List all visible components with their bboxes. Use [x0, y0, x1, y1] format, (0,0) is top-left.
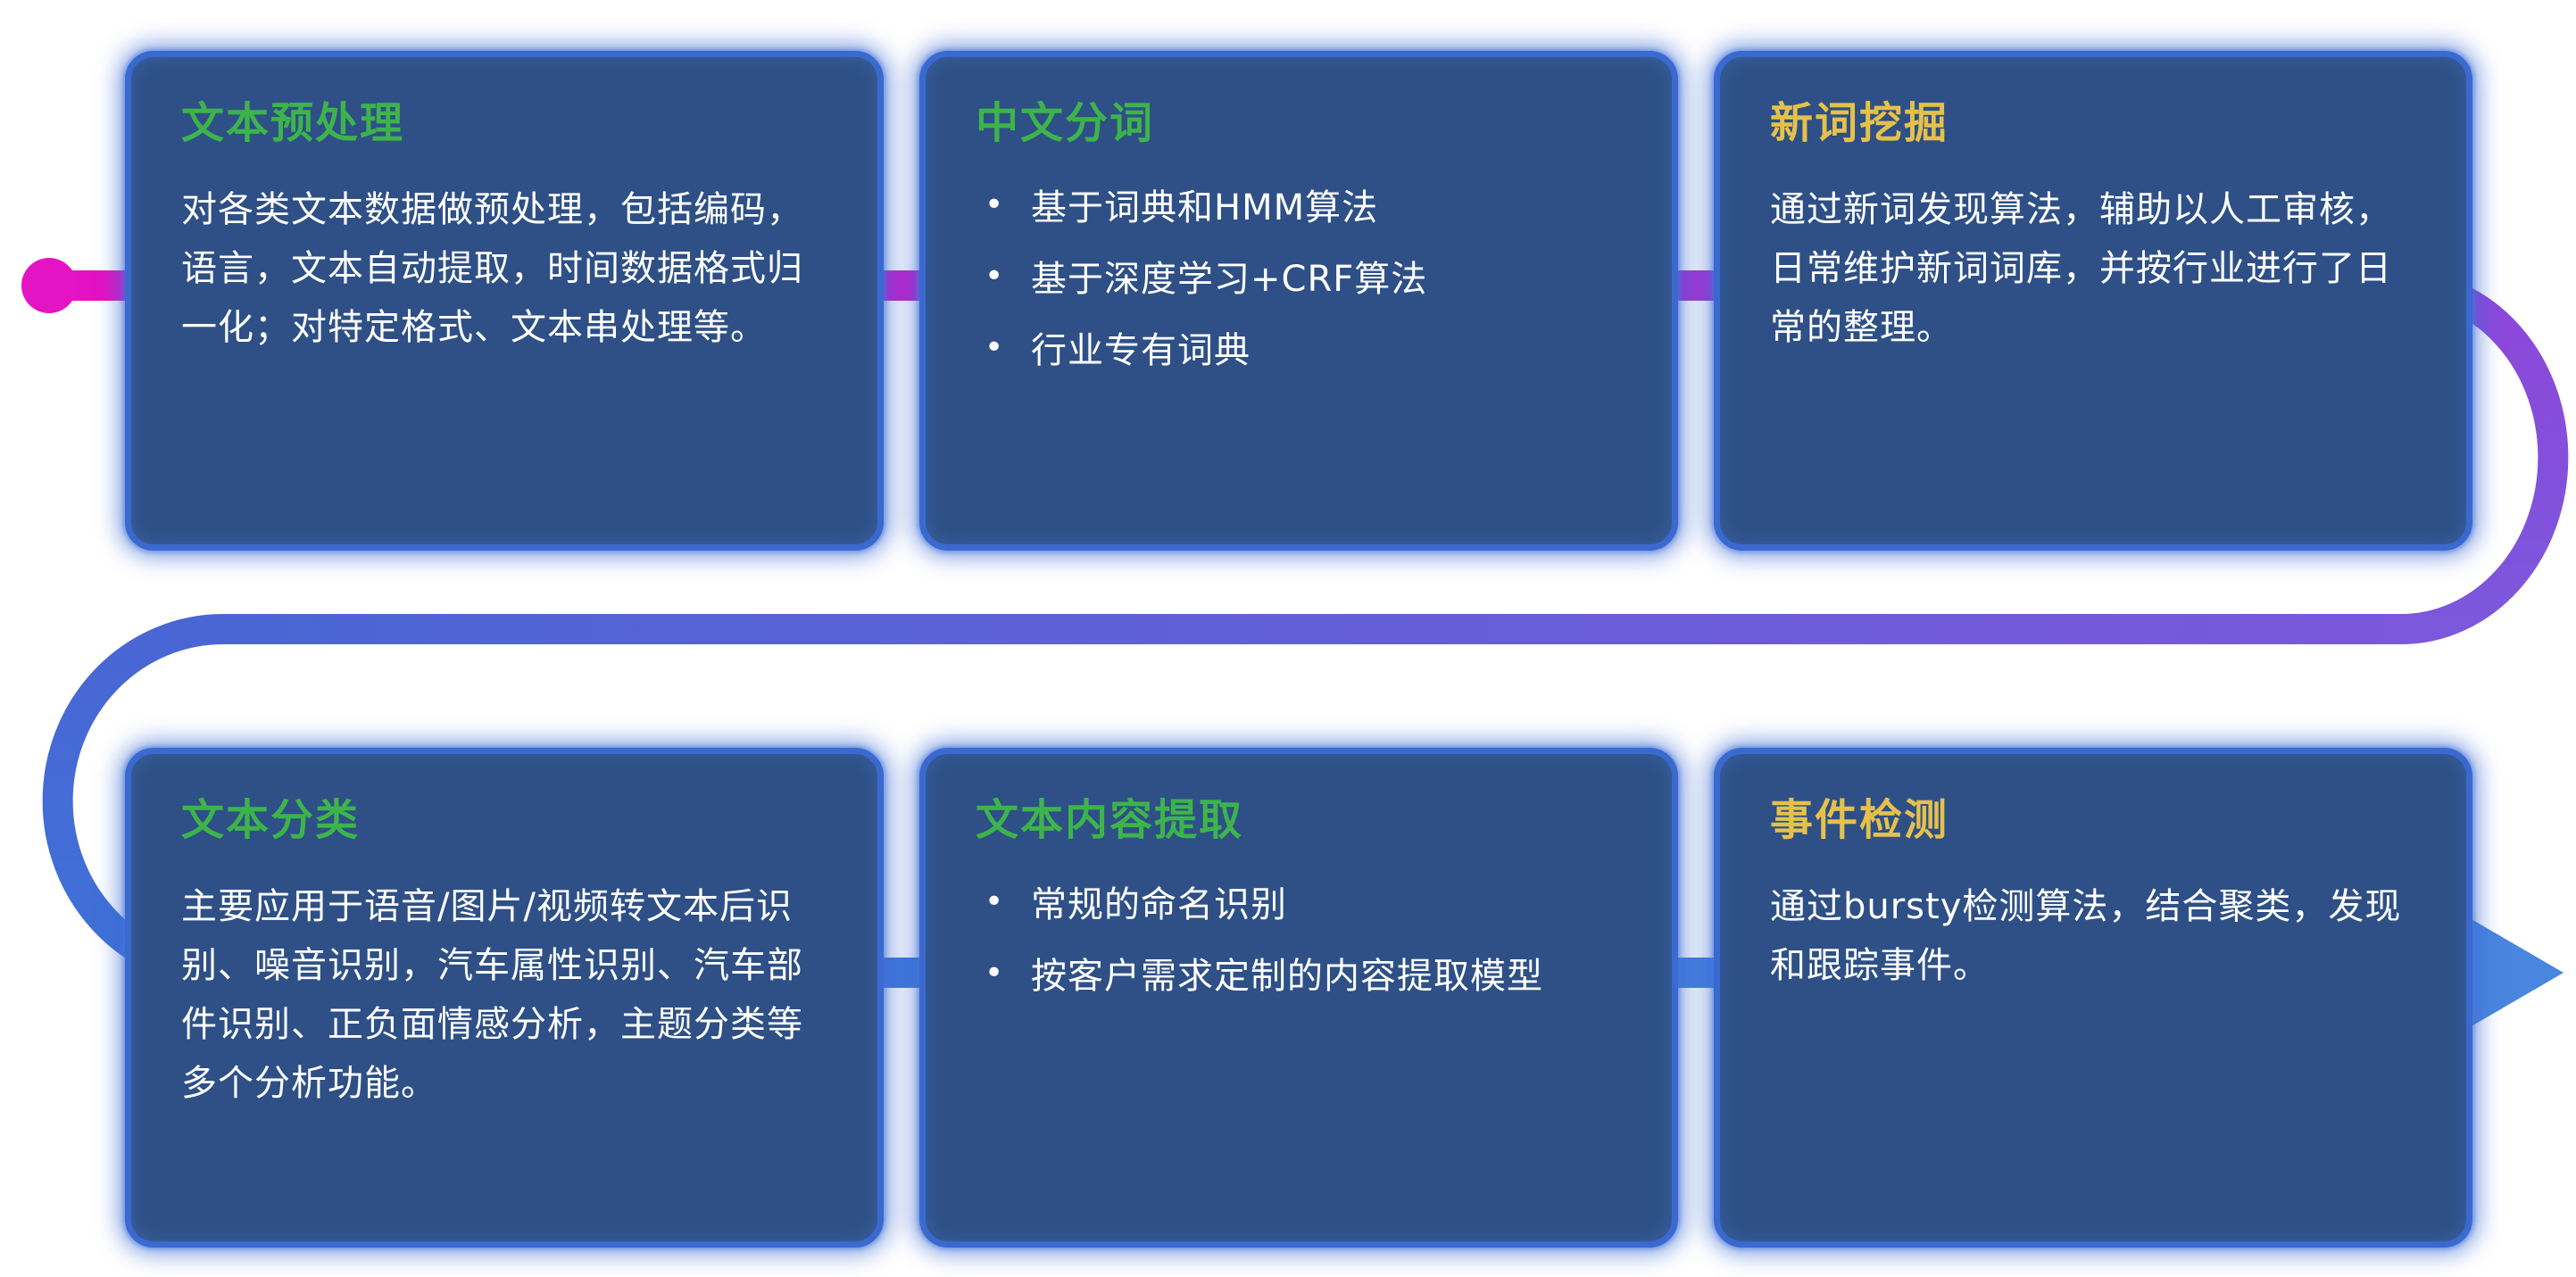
- card-event-detection: 事件检测 通过bursty检测算法，结合聚类，发现和跟踪事件。: [1714, 748, 2472, 1248]
- flow-start-dot-icon: [21, 258, 77, 313]
- card-body-event-detection: 通过bursty检测算法，结合聚类，发现和跟踪事件。: [1770, 885, 2402, 986]
- card-bullet-list-chinese-word-segmentation: 基于词典和HMM算法 基于深度学习+CRF算法 行业专有词典: [976, 180, 1622, 378]
- card-title-event-detection: 事件检测: [1770, 795, 1949, 845]
- card-chinese-word-segmentation: 中文分词 基于词典和HMM算法 基于深度学习+CRF算法 行业专有词典: [919, 51, 1678, 551]
- bullet-item: 行业专有词典: [976, 323, 1622, 378]
- bullet-item: 按客户需求定制的内容提取模型: [976, 949, 1622, 1004]
- card-body-new-word-mining: 通过新词发现算法，辅助以人工审核，日常维护新词词库，并按行业进行了日常的整理。: [1770, 188, 2392, 348]
- card-bullet-list-text-content-extraction: 常规的命名识别 按客户需求定制的内容提取模型: [976, 877, 1622, 1004]
- card-title-new-word-mining: 新词挖掘: [1770, 98, 1949, 148]
- card-new-word-mining: 新词挖掘 通过新词发现算法，辅助以人工审核，日常维护新词词库，并按行业进行了日常…: [1714, 51, 2472, 551]
- card-title-chinese-word-segmentation: 中文分词: [976, 98, 1155, 148]
- card-text-preprocessing: 文本预处理 对各类文本数据做预处理，包括编码，语言，文本自动提取，时间数据格式归…: [125, 51, 884, 551]
- bullet-item: 基于词典和HMM算法: [976, 180, 1622, 236]
- flow-arrow-right-icon: [2465, 916, 2564, 1030]
- capability-cards-grid: 文本预处理 对各类文本数据做预处理，包括编码，语言，文本自动提取，时间数据格式归…: [0, 0, 2472, 1248]
- card-body-text-classification: 主要应用于语音/图片/视频转文本后识别、噪音识别，汽车属性识别、汽车部件识别、正…: [181, 885, 803, 1104]
- card-title-text-classification: 文本分类: [181, 795, 361, 845]
- bullet-item: 基于深度学习+CRF算法: [976, 252, 1622, 307]
- card-text-classification: 文本分类 主要应用于语音/图片/视频转文本后识别、噪音识别，汽车属性识别、汽车部…: [125, 748, 884, 1248]
- card-text-content-extraction: 文本内容提取 常规的命名识别 按客户需求定制的内容提取模型: [919, 748, 1678, 1248]
- card-title-text-preprocessing: 文本预处理: [181, 98, 405, 148]
- card-body-text-preprocessing: 对各类文本数据做预处理，包括编码，语言，文本自动提取，时间数据格式归一化；对特定…: [181, 188, 803, 348]
- card-title-text-content-extraction: 文本内容提取: [976, 795, 1244, 845]
- bullet-item: 常规的命名识别: [976, 877, 1622, 933]
